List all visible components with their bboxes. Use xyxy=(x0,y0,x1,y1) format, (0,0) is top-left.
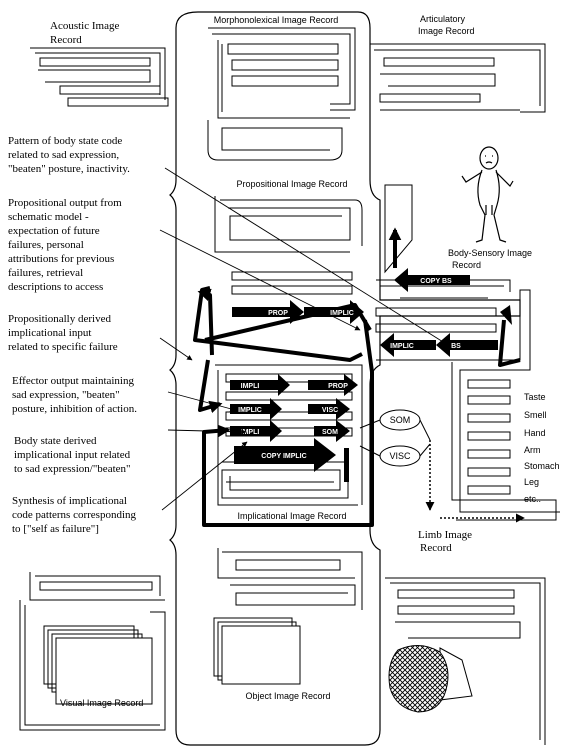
svg-text:expectation of future: expectation of future xyxy=(8,225,100,237)
implicational-record-label: Implicational Image Record xyxy=(237,511,346,521)
svg-text:schematic model -: schematic model - xyxy=(8,211,89,223)
implic-2-arrow xyxy=(230,398,282,420)
annotation-2: Propositional output from schematic mode… xyxy=(8,197,122,293)
tag-som: SOM xyxy=(322,429,338,436)
svg-text:sad expression, "beaten": sad expression, "beaten" xyxy=(12,389,120,401)
morphonolexical-subsystem xyxy=(207,27,356,161)
tag-impli-3: IMPLI xyxy=(241,429,260,436)
acoustic-record-label: Acoustic Image xyxy=(50,20,119,32)
hatched-blob-shape xyxy=(388,645,449,713)
thick-flow-loops xyxy=(193,227,521,527)
implic-right-arrow xyxy=(380,333,436,357)
annotation-6: Synthesis of implicational code patterns… xyxy=(12,495,137,535)
record-labels: Acoustic Image Record Morphonolexical Im… xyxy=(50,14,532,708)
svg-text:Effector output maintaining: Effector output maintaining xyxy=(12,375,134,387)
svg-text:failures, personal: failures, personal xyxy=(8,239,84,251)
object-record-label: Object Image Record xyxy=(245,691,330,701)
limb-dotted-arrows xyxy=(425,440,525,523)
visc-node-label: VISC xyxy=(389,451,411,461)
limb-part-etc: etc.. xyxy=(524,494,541,504)
person-figure xyxy=(461,146,514,243)
svg-text:related to sad expression,: related to sad expression, xyxy=(8,149,119,161)
limb-part-leg: Leg xyxy=(524,477,539,487)
tag-implic-right: IMPLIC xyxy=(390,343,414,350)
tag-prop: PROP xyxy=(268,310,288,317)
svg-text:"beaten" posture, inactivity.: "beaten" posture, inactivity. xyxy=(8,163,130,175)
annotation-4: Effector output maintaining sad expressi… xyxy=(12,375,137,415)
svg-text:related to specific failure: related to specific failure xyxy=(8,341,118,353)
svg-text:Propositionally derived: Propositionally derived xyxy=(8,313,111,325)
tag-bs: BS xyxy=(451,343,461,350)
tag-copy-bs: COPY BS xyxy=(420,278,452,285)
bs-arrow-thick xyxy=(500,305,512,325)
implic-top-arrow xyxy=(304,300,364,324)
articulatory-subsystem xyxy=(370,43,546,113)
annotation-pointer-lines xyxy=(159,167,449,511)
svg-text:implicational input: implicational input xyxy=(8,327,91,339)
annotation-5: Body state derived implicational input r… xyxy=(14,435,131,475)
som-node-label: SOM xyxy=(390,415,411,425)
annotation-1: Pattern of body state code related to sa… xyxy=(8,135,130,175)
svg-text:code patterns corresponding: code patterns corresponding xyxy=(12,509,137,521)
svg-text:Propositional output from: Propositional output from xyxy=(8,197,122,209)
morpholexical-record-label: Morphonolexical Image Record xyxy=(214,15,339,25)
svg-text:Pattern of body state code: Pattern of body state code xyxy=(8,135,122,147)
visual-subsystem xyxy=(19,572,166,731)
limb-record-label-2: Record xyxy=(420,542,452,554)
body-sensory-record-label-2: Record xyxy=(452,260,481,270)
copy-implic-bar xyxy=(344,448,349,482)
tag-visc: VISC xyxy=(322,407,338,414)
limb-parts-list: Taste Smell Hand Arm Stomach Leg etc.. xyxy=(524,392,560,504)
limb-part-stomach: Stomach xyxy=(524,461,560,471)
svg-text:descriptions to access: descriptions to access xyxy=(8,281,103,293)
process-tag-labels: PROP IMPLIC COPY BS IMPLIC BS IMPLI PROP… xyxy=(238,278,461,460)
propositional-subsystem xyxy=(214,196,363,295)
object-subsystem xyxy=(213,548,363,685)
impli-1-arrow xyxy=(230,374,290,396)
svg-text:Body state derived: Body state derived xyxy=(14,435,97,447)
limb-part-smell: Smell xyxy=(524,410,547,420)
svg-text:failures, retrieval: failures, retrieval xyxy=(8,267,83,279)
svg-text:implicational input related: implicational input related xyxy=(14,449,131,461)
bs-arrow xyxy=(436,333,498,357)
limb-part-taste: Taste xyxy=(524,392,546,402)
tag-implic-top: IMPLIC xyxy=(330,310,354,317)
articulatory-record-label-2: Image Record xyxy=(418,26,475,36)
svg-text:attributions for previous: attributions for previous xyxy=(8,253,114,265)
limb-part-hand: Hand xyxy=(524,428,546,438)
svg-text:to sad expression/"beaten": to sad expression/"beaten" xyxy=(14,463,131,475)
impli-3-arrow xyxy=(230,420,282,442)
body-sensory-record-label: Body-Sensory Image xyxy=(448,248,532,258)
tag-copy-implic: COPY IMPLIC xyxy=(261,453,306,460)
svg-text:to ["self as failure"]: to ["self as failure"] xyxy=(12,523,99,535)
articulatory-record-label: Articulatory xyxy=(420,14,466,24)
prop-arrow xyxy=(232,300,304,324)
visc-arrow xyxy=(308,398,350,420)
body-sensory-subsystem xyxy=(375,184,560,521)
limb-record-label: Limb Image xyxy=(418,529,472,541)
prop-2-arrow xyxy=(308,374,358,396)
limb-part-arm: Arm xyxy=(524,445,541,455)
tag-implic-2: IMPLIC xyxy=(238,407,262,414)
process-arrows xyxy=(230,268,512,482)
svg-text:posture, inhibition of action.: posture, inhibition of action. xyxy=(12,403,137,415)
tag-prop-2: PROP xyxy=(328,383,348,390)
acoustic-subsystem xyxy=(30,47,169,107)
annotation-3: Propositionally derived implicational in… xyxy=(8,313,118,353)
propositional-record-label: Propositional Image Record xyxy=(236,179,347,189)
tag-impli-1: IMPLI xyxy=(241,383,260,390)
copy-implic-arrow xyxy=(234,438,336,472)
som-arrow xyxy=(314,420,350,442)
visual-record-label: Visual Image Record xyxy=(60,698,143,708)
acoustic-record-label-2: Record xyxy=(50,34,82,46)
svg-text:Synthesis of implicational: Synthesis of implicational xyxy=(12,495,127,507)
copy-bs-arrow xyxy=(394,268,470,292)
